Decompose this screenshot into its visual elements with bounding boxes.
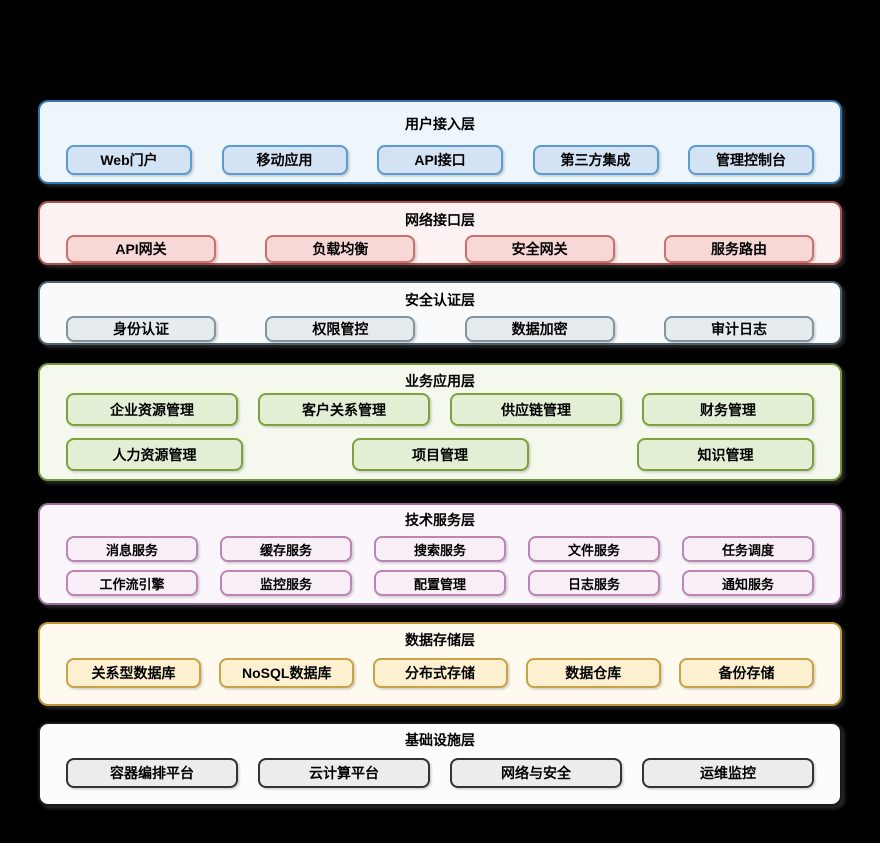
node-service-routing: 服务路由 [663, 235, 814, 263]
node-crm: 客户关系管理 [258, 393, 430, 426]
node-network-security: 网络与安全 [450, 758, 622, 788]
layer-title: 网络接口层 [405, 212, 475, 228]
layer-title: 数据存储层 [405, 632, 475, 648]
layer-title: 用户接入层 [405, 116, 475, 132]
node-knowledge-mgmt: 知识管理 [637, 438, 814, 471]
node-data-warehouse: 数据仓库 [525, 658, 661, 688]
layer-user-access: 用户接入层 Web门户 移动应用 API接口 第三方集成 管理控制台 [38, 100, 842, 184]
node-container-orchestration: 容器编排平台 [66, 758, 238, 788]
layer-title: 技术服务层 [405, 512, 475, 528]
layer-technical-services: 技术服务层 消息服务 缓存服务 搜索服务 文件服务 任务调度 工作流引擎 监控服… [38, 503, 842, 605]
node-row: 消息服务 缓存服务 搜索服务 文件服务 任务调度 [40, 536, 840, 562]
node-ops-monitoring: 运维监控 [642, 758, 814, 788]
layer-title: 安全认证层 [405, 292, 475, 308]
node-api-interface: API接口 [377, 145, 503, 175]
node-workflow-engine: 工作流引擎 [66, 570, 198, 596]
node-security-gateway: 安全网关 [464, 235, 615, 263]
node-backup-storage: 备份存储 [679, 658, 814, 688]
layer-data-storage: 数据存储层 关系型数据库 NoSQL数据库 分布式存储 数据仓库 备份存储 [38, 622, 842, 706]
node-relational-db: 关系型数据库 [66, 658, 201, 688]
node-row: 身份认证 权限管控 数据加密 审计日志 [40, 316, 840, 342]
layer-title: 基础设施层 [405, 732, 475, 748]
layer-stack: 用户接入层 Web门户 移动应用 API接口 第三方集成 管理控制台 网络接口层… [38, 100, 842, 806]
node-project-mgmt: 项目管理 [351, 438, 529, 471]
node-row: 企业资源管理 客户关系管理 供应链管理 财务管理 [40, 393, 840, 426]
node-mobile-app: 移动应用 [221, 145, 348, 175]
node-log-service: 日志服务 [528, 570, 660, 596]
node-admin-console: 管理控制台 [688, 145, 814, 175]
node-audit-log: 审计日志 [663, 316, 814, 342]
node-row: 关系型数据库 NoSQL数据库 分布式存储 数据仓库 备份存储 [40, 658, 840, 688]
node-search-service: 搜索服务 [374, 536, 506, 562]
node-distributed-storage: 分布式存储 [372, 658, 508, 688]
node-task-scheduling: 任务调度 [682, 536, 814, 562]
node-monitor-service: 监控服务 [220, 570, 352, 596]
node-message-service: 消息服务 [66, 536, 198, 562]
node-web-portal: Web门户 [66, 145, 192, 175]
node-supply-chain-mgmt: 供应链管理 [450, 393, 622, 426]
node-row: 容器编排平台 云计算平台 网络与安全 运维监控 [40, 758, 840, 788]
node-erp: 企业资源管理 [66, 393, 238, 426]
node-permission-control: 权限管控 [265, 316, 416, 342]
layer-title: 业务应用层 [405, 373, 475, 389]
node-api-gateway: API网关 [66, 235, 216, 263]
node-third-party-integration: 第三方集成 [532, 145, 659, 175]
layer-business-application: 业务应用层 企业资源管理 客户关系管理 供应链管理 财务管理 人力资源管理 项目… [38, 363, 842, 481]
layer-network-interface: 网络接口层 API网关 负载均衡 安全网关 服务路由 [38, 201, 842, 265]
layer-infrastructure: 基础设施层 容器编排平台 云计算平台 网络与安全 运维监控 [38, 722, 842, 806]
node-nosql-db: NoSQL数据库 [219, 658, 355, 688]
node-load-balancer: 负载均衡 [265, 235, 416, 263]
node-row: Web门户 移动应用 API接口 第三方集成 管理控制台 [40, 145, 840, 175]
node-notification-service: 通知服务 [682, 570, 814, 596]
node-file-service: 文件服务 [528, 536, 660, 562]
layer-security-auth: 安全认证层 身份认证 权限管控 数据加密 审计日志 [38, 281, 842, 345]
node-hr-mgmt: 人力资源管理 [66, 438, 243, 471]
node-cloud-platform: 云计算平台 [258, 758, 430, 788]
node-cache-service: 缓存服务 [220, 536, 352, 562]
node-row: 工作流引擎 监控服务 配置管理 日志服务 通知服务 [40, 570, 840, 596]
node-config-mgmt: 配置管理 [374, 570, 506, 596]
node-finance-mgmt: 财务管理 [642, 393, 814, 426]
node-row: 人力资源管理 项目管理 知识管理 [40, 438, 840, 471]
node-data-encryption: 数据加密 [464, 316, 615, 342]
node-row: API网关 负载均衡 安全网关 服务路由 [40, 235, 840, 263]
node-identity-auth: 身份认证 [66, 316, 216, 342]
